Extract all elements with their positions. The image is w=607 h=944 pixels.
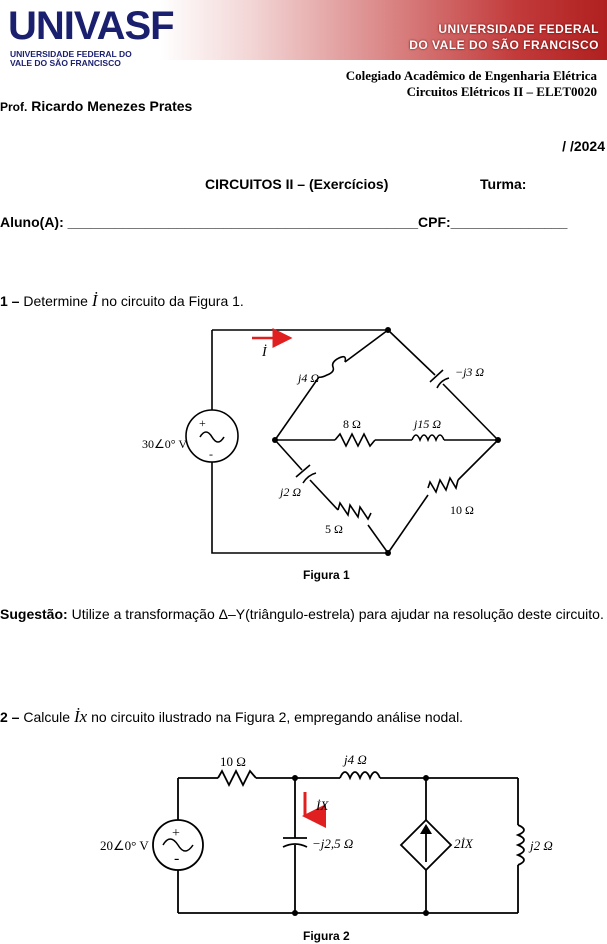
date-field: / /2024 bbox=[562, 138, 605, 154]
page-title: CIRCUITOS II – (Exercícios) bbox=[205, 176, 389, 192]
course-line-1: Colegiado Acadêmico de Engenharia Elétri… bbox=[345, 68, 597, 83]
fig1-j2-label: j2 Ω bbox=[278, 485, 301, 499]
fig2-ix-label: İX bbox=[315, 798, 329, 813]
q1-number: 1 – bbox=[0, 293, 20, 309]
fig1-source-label: 30∠0° V bbox=[142, 437, 187, 451]
q2-number: 2 – bbox=[0, 709, 20, 725]
fig1-current-label: İ bbox=[261, 344, 268, 360]
node-bottom bbox=[385, 550, 391, 556]
suggestion-label: Sugestão: bbox=[0, 606, 68, 622]
figure-2-caption: Figura 2 bbox=[303, 929, 350, 943]
course-line-2: Circuitos Elétricos II – ELET0020 bbox=[406, 84, 597, 99]
suggestion: Sugestão: Utilize a transformação Δ–Y(tr… bbox=[0, 604, 607, 625]
fig1-r8-label: 8 Ω bbox=[343, 417, 361, 431]
logo-subtitle: UNIVERSIDADE FEDERAL DO VALE DO SÃO FRAN… bbox=[10, 50, 160, 68]
question-1: 1 – Determine İ no circuito da Figura 1. bbox=[0, 291, 244, 311]
prof-name: Ricardo Menezes Prates bbox=[31, 98, 193, 114]
node-top bbox=[385, 327, 391, 333]
fig2-dep-label: 2İX bbox=[454, 836, 474, 851]
q2-text-before: Calcule bbox=[23, 709, 71, 725]
q2-var: İx bbox=[73, 707, 88, 726]
turma-field: Turma: bbox=[480, 176, 527, 192]
fig2-cap-label: −j2,5 Ω bbox=[312, 836, 353, 851]
student-cpf-field: Aluno(A): ______________________________… bbox=[0, 214, 568, 230]
q2-text-after: no circuito ilustrado na Figura 2, empre… bbox=[91, 709, 464, 725]
fig2-source-label: 20∠0° V bbox=[100, 838, 149, 853]
source-minus: - bbox=[209, 447, 213, 461]
fig2-j4-label: j4 Ω bbox=[342, 752, 367, 767]
fig1-j15-label: j15 Ω bbox=[412, 417, 441, 431]
fig1-r10-label: 10 Ω bbox=[450, 503, 474, 517]
ac-source-1 bbox=[185, 409, 239, 463]
suggestion-text: Utilize a transformação Δ–Y(triângulo-es… bbox=[71, 606, 604, 622]
professor: Prof. Ricardo Menezes Prates bbox=[0, 98, 192, 114]
q1-var: İ bbox=[91, 291, 98, 310]
fig2-source-minus: - bbox=[174, 850, 179, 867]
logo-subtitle-2: VALE DO SÃO FRANCISCO bbox=[10, 58, 121, 68]
fig2-r10-label: 10 Ω bbox=[220, 754, 246, 769]
fig1-j4-label: j4 Ω bbox=[296, 371, 319, 385]
node-left bbox=[272, 437, 278, 443]
node-right bbox=[495, 437, 501, 443]
fig2-j2-label: j2 Ω bbox=[528, 838, 553, 853]
banner-line-1: UNIVERSIDADE FEDERAL bbox=[438, 22, 599, 36]
q1-text-before: Determine bbox=[23, 293, 88, 309]
figure-1-caption: Figura 1 bbox=[303, 568, 350, 582]
fig2-node-1 bbox=[292, 775, 298, 781]
banner-line-2: DO VALE DO SÃO FRANCISCO bbox=[409, 38, 599, 52]
q1-text-after: no circuito da Figura 1. bbox=[101, 293, 244, 309]
fig2-node-4 bbox=[423, 910, 429, 916]
fig1-r5-label: 5 Ω bbox=[325, 522, 343, 536]
wire-left-bottom bbox=[211, 462, 388, 554]
fig2-node-3 bbox=[292, 910, 298, 916]
question-2: 2 – Calcule İx no circuito ilustrado na … bbox=[0, 707, 463, 727]
fig1-mj3-label: −j3 Ω bbox=[455, 365, 484, 379]
header-banner: UNIVASF UNIVERSIDADE FEDERAL DO VALE DO … bbox=[0, 0, 607, 65]
prof-label: Prof. bbox=[0, 100, 28, 114]
banner-gradient bbox=[160, 0, 607, 60]
dep-arrow-head bbox=[420, 824, 432, 834]
figure-2-circuit: + - 20∠0° V 10 Ω j4 Ω İX −j2,5 Ω 2İX j2 … bbox=[100, 752, 553, 916]
univasf-logo: UNIVASF bbox=[8, 4, 175, 48]
fig2-source-plus: + bbox=[172, 826, 180, 841]
source-plus: + bbox=[199, 416, 206, 430]
logo-subtitle-1: UNIVERSIDADE FEDERAL DO bbox=[10, 49, 132, 59]
fig2-node-2 bbox=[423, 775, 429, 781]
figure-1-circuit: İ + - 30∠0° V j4 Ω −j3 Ω 8 Ω j15 Ω j2 Ω … bbox=[142, 327, 501, 556]
